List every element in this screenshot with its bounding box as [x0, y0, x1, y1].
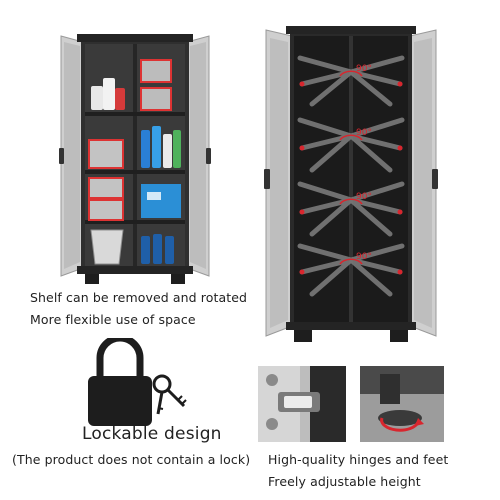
- shelf-caption-line1: Shelf can be removed and rotated: [30, 290, 248, 305]
- hinge-detail-photo: [258, 366, 346, 442]
- padlock-icon: [82, 338, 202, 430]
- rotation-label: 90°: [356, 128, 372, 138]
- lock-caption-note: (The product does not contain a lock): [12, 452, 251, 467]
- shelf-caption-line2: More flexible use of space: [30, 312, 196, 327]
- rotatable-shelves-cabinet-photo: 90° 90° 90° 90°: [262, 24, 440, 344]
- rotation-label: 90°: [356, 252, 372, 262]
- adjustable-foot-detail-photo: [360, 366, 444, 442]
- rotation-label: 90°: [356, 64, 372, 74]
- hinges-caption-line1: High-quality hinges and feet: [268, 452, 449, 467]
- hinges-caption-line2: Freely adjustable height: [268, 474, 421, 489]
- lock-caption-title: Lockable design: [82, 424, 222, 444]
- stocked-cabinet-photo: [55, 30, 215, 285]
- rotation-label: 90°: [356, 192, 372, 202]
